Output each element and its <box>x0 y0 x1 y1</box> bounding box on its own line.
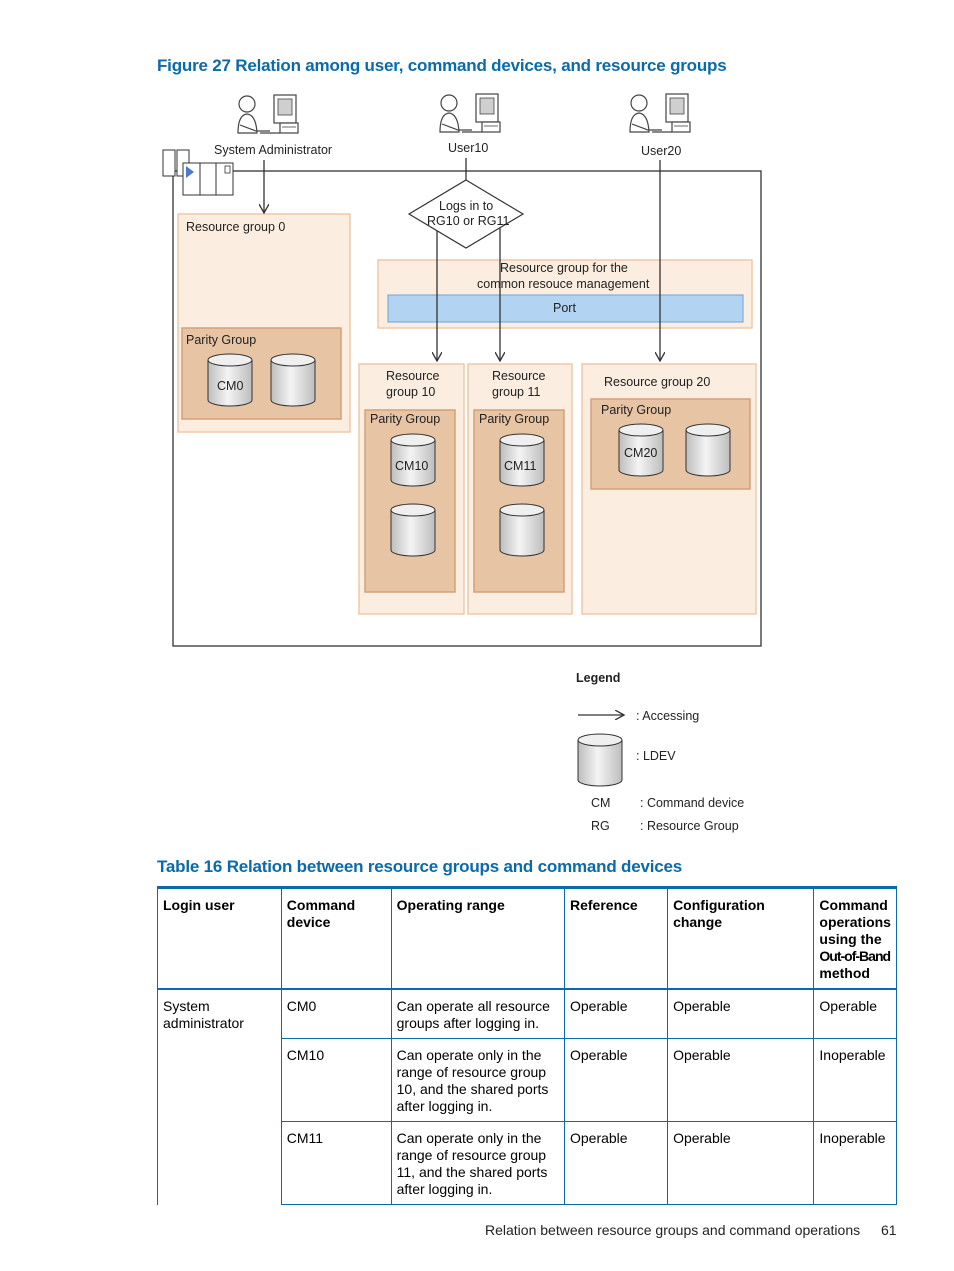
cell-login-user: System administrator <box>157 989 282 1205</box>
header-oob-1: Command operations using the <box>819 897 891 947</box>
table-header-row: Login user Command device Operating rang… <box>157 887 897 990</box>
user10-icon <box>439 93 501 133</box>
cell-oob: Operable <box>813 989 897 1039</box>
port-label: Port <box>553 301 576 315</box>
header-login-user: Login user <box>157 887 282 990</box>
ldev-rg10 <box>390 503 436 557</box>
legend-rg-abbr: RG <box>591 819 610 833</box>
system-administrator-label: System Administrator <box>214 143 332 157</box>
header-operating-range: Operating range <box>390 887 565 990</box>
rg11-label-2: group 11 <box>492 385 540 399</box>
login-note-2: RG10 or RG11 <box>427 214 509 228</box>
cell-device: CM10 <box>280 1038 392 1122</box>
rg0-label: Resource group 0 <box>186 220 285 234</box>
cm20-label: CM20 <box>624 446 657 460</box>
ldev-rg20 <box>685 423 731 477</box>
header-configuration-change: Configuration change <box>667 887 815 990</box>
cell-device: CM0 <box>280 989 392 1039</box>
rg11-label-1: Resource <box>492 369 546 383</box>
parity-label-rg10: Parity Group <box>370 412 440 426</box>
cell-range: Can operate all resource groups after lo… <box>390 989 565 1039</box>
common-rg-label-1: Resource group for the <box>500 261 628 275</box>
cm0-label: CM0 <box>217 379 243 393</box>
cell-oob: Inoperable <box>813 1038 897 1122</box>
parity-label-rg11: Parity Group <box>479 412 549 426</box>
user20-icon <box>629 93 691 133</box>
relation-diagram: System Administrator User10 User20 Resou… <box>162 93 762 833</box>
rg10-label-1: Resource <box>386 369 440 383</box>
cell-config: Operable <box>667 1121 815 1205</box>
header-command-device: Command device <box>280 887 392 990</box>
port-box <box>387 294 744 323</box>
ldev-rg0 <box>270 353 316 407</box>
legend-cm-abbr: CM <box>591 796 610 810</box>
legend-ldev-icon <box>577 733 623 787</box>
header-oob-2: Out-of-Band <box>819 948 891 964</box>
cell-oob: Inoperable <box>813 1121 897 1205</box>
login-note-1: Logs in to <box>439 199 493 213</box>
system-administrator-icon <box>237 94 299 134</box>
footer-section-title: Relation between resource groups and com… <box>485 1222 861 1238</box>
rg20-label: Resource group 20 <box>604 375 710 389</box>
cell-range: Can operate only in the range of resourc… <box>390 1038 565 1122</box>
relation-table: Login user Command device Operating rang… <box>157 886 897 1205</box>
cm11-label: CM11 <box>504 459 536 473</box>
table-row: CM10 Can operate only in the range of re… <box>158 1038 897 1122</box>
parity-label-rg20: Parity Group <box>601 403 671 417</box>
cell-range: Can operate only in the range of resourc… <box>390 1121 565 1205</box>
cm10-label: CM10 <box>395 459 428 473</box>
cell-reference: Operable <box>563 1038 669 1122</box>
table-caption: Table 16 Relation between resource group… <box>157 857 683 876</box>
legend-rg-desc: : Resource Group <box>640 819 739 833</box>
table-row: CM11 Can operate only in the range of re… <box>158 1121 897 1205</box>
cell-reference: Operable <box>563 989 669 1039</box>
header-reference: Reference <box>563 887 669 990</box>
page-number: 61 <box>881 1222 897 1238</box>
user20-label: User20 <box>641 144 681 158</box>
cell-device: CM11 <box>280 1121 392 1205</box>
table-row: System administrator CM0 Can operate all… <box>157 989 897 1205</box>
cell-reference: Operable <box>563 1121 669 1205</box>
legend-cm-desc: : Command device <box>640 796 744 810</box>
legend-ldev: : LDEV <box>636 749 676 763</box>
rg10-label-2: group 10 <box>386 385 435 399</box>
parity-label-rg0: Parity Group <box>186 333 256 347</box>
storage-icon <box>162 149 234 196</box>
ldev-rg11 <box>499 503 545 557</box>
legend-accessing: : Accessing <box>636 709 699 723</box>
cell-config: Operable <box>667 989 815 1039</box>
cell-config: Operable <box>667 1038 815 1122</box>
common-rg-label-2: common resouce management <box>477 277 650 291</box>
figure-caption: Figure 27 Relation among user, command d… <box>157 56 727 75</box>
header-oob-3: method <box>819 965 870 981</box>
user10-label: User10 <box>448 141 488 155</box>
legend-title: Legend <box>576 671 620 685</box>
